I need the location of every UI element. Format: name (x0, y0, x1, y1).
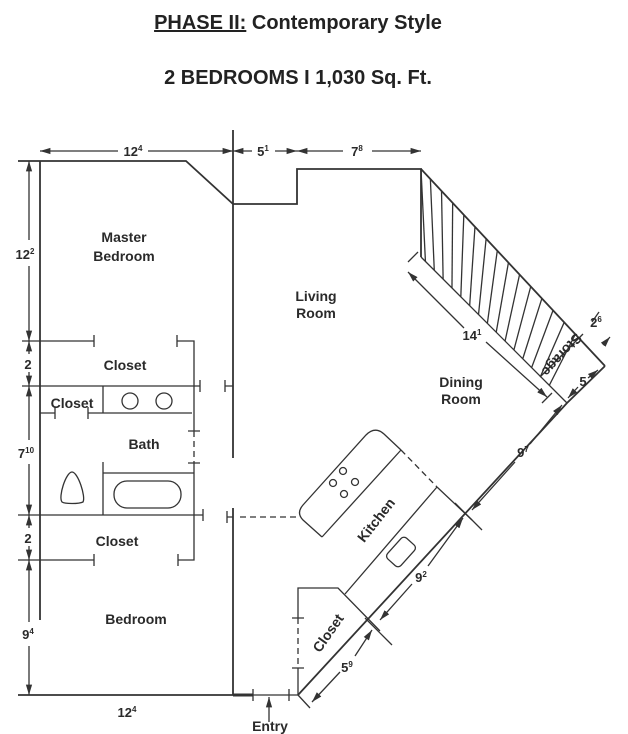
burner-icon (338, 466, 348, 476)
dimension-left-closet2: 2 (24, 531, 31, 546)
stair-tread (495, 262, 510, 333)
stair-tread (440, 190, 444, 280)
stair-tread (477, 238, 487, 315)
room-label-closet: Closet (96, 533, 139, 549)
burner-icon (339, 489, 349, 499)
dimension-labels: 124 51 78 122 2 710 2 94 124 141 26 5 97 92 59 (16, 144, 603, 720)
dimension-bottom-bedroom: 124 (118, 705, 137, 720)
plan-title: PHASE II: Contemporary Style (154, 12, 442, 34)
toilet-icon (60, 471, 85, 505)
room-label-bath: Bath (128, 436, 159, 452)
dimension-top-master: 124 (124, 144, 143, 159)
burner-icon (350, 477, 360, 487)
stair-tread (420, 168, 427, 262)
kitchen-counter (298, 429, 402, 538)
plan-subtitle: 2 BEDROOMS I 1,030 Sq. Ft. (164, 67, 432, 89)
bathtub-icon (113, 480, 182, 509)
dimension-dining: 97 (517, 445, 529, 460)
room-label-closet: Closet (104, 357, 147, 373)
dimension-top-living: 78 (351, 144, 363, 159)
entry-label: Entry (252, 718, 288, 734)
room-label-kitchen: Kitchen (354, 495, 398, 545)
dimension-lines (29, 151, 610, 722)
stair-tread (460, 214, 465, 297)
dimension-left-closet1: 2 (24, 357, 31, 372)
dimension-left-bedroom: 94 (22, 627, 34, 642)
stair-tread (486, 250, 498, 324)
dimension-stairs: 141 (463, 328, 482, 343)
dimension-storage-width: 5 (579, 374, 586, 389)
dimension-left-master: 122 (16, 247, 35, 262)
stair-tread (504, 274, 521, 342)
dimension-left-bath: 710 (18, 446, 35, 461)
room-label-bedroom: Bedroom (105, 611, 166, 627)
kitchen-sink-icon (385, 536, 417, 568)
stair-tread (469, 226, 476, 306)
room-label-storage: Storage (538, 330, 585, 380)
sink-basin-icon (121, 392, 139, 410)
dimension-storage-depth: 26 (590, 315, 602, 330)
sink-basin-icon (155, 392, 173, 410)
dimension-closet-entry: 59 (341, 660, 353, 675)
dimension-kitchen: 92 (415, 570, 427, 585)
stair-tread (451, 202, 454, 288)
room-label-closet: Closet (51, 395, 94, 411)
dimension-top-hall: 51 (257, 144, 269, 159)
burner-icon (328, 478, 338, 488)
stair-tread (429, 179, 435, 271)
walls (18, 130, 422, 701)
